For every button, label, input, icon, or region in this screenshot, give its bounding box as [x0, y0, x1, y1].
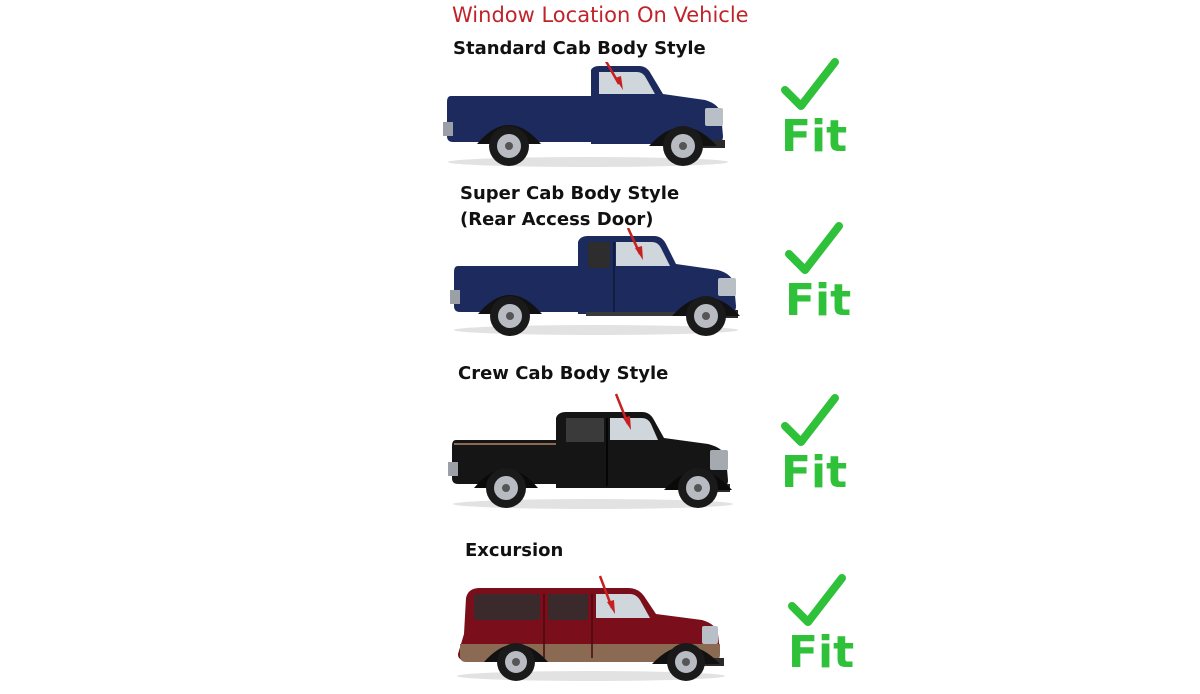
- checkmark-icon: [781, 58, 839, 110]
- checkmark-icon: [788, 574, 846, 626]
- fit-badge-super-cab: Fit: [785, 220, 865, 330]
- label-excursion: Excursion: [465, 540, 564, 561]
- label-standard-cab: Standard Cab Body Style: [453, 38, 706, 59]
- crew-cab-truck-image: [448, 393, 733, 509]
- fit-badge-crew-cab: Fit: [781, 392, 861, 502]
- page-title: Window Location On Vehicle: [452, 3, 749, 27]
- checkmark-icon: [785, 222, 843, 274]
- fit-badge-excursion: Fit: [788, 572, 868, 682]
- label-super-cab-line1: Super Cab Body Style: [460, 183, 680, 204]
- fit-badge-standard-cab: Fit: [781, 56, 861, 166]
- super-cab-truck-image: [450, 228, 740, 336]
- fit-text: Fit: [785, 275, 852, 326]
- checkmark-icon: [781, 394, 839, 446]
- standard-cab-truck-image: [443, 62, 728, 167]
- fit-text: Fit: [788, 627, 855, 678]
- excursion-suv-image: [457, 575, 725, 681]
- fit-text: Fit: [781, 111, 848, 162]
- fit-text: Fit: [781, 447, 848, 498]
- label-crew-cab: Crew Cab Body Style: [458, 363, 669, 384]
- label-super-cab-line2: (Rear Access Door): [460, 209, 654, 230]
